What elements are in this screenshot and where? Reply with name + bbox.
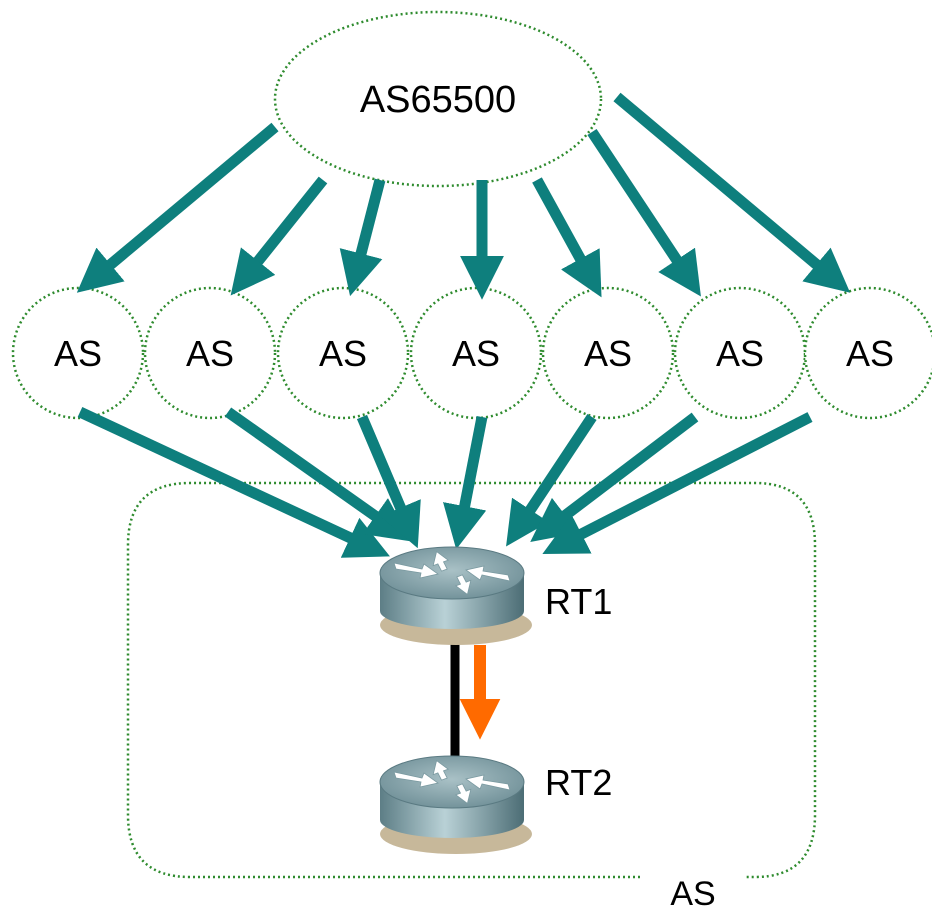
peer-as-label-3: AS <box>319 333 367 374</box>
local-as-label: AS <box>670 875 715 911</box>
arrow-peer-4-to-rt1 <box>443 415 488 550</box>
peer-as-label-4: AS <box>452 333 500 374</box>
arrow-source-to-peer-3 <box>339 178 386 297</box>
arrow-peer-5-to-rt1 <box>506 413 597 547</box>
peer-as-group: AS AS AS AS AS AS AS <box>11 286 932 420</box>
peer-to-rt1-arrows <box>77 407 813 558</box>
peer-as-label-6: AS <box>716 333 764 374</box>
source-to-peer-arrows <box>76 92 851 300</box>
arrow-source-to-peer-7 <box>613 92 851 293</box>
local-as-boundary <box>126 481 817 879</box>
arrow-source-to-peer-5 <box>532 177 602 298</box>
router-rt2-label: RT2 <box>545 762 612 803</box>
peer-as-label-7: AS <box>846 333 894 374</box>
arrow-peer-2-to-rt1 <box>224 407 412 542</box>
router-rt1-icon <box>379 546 532 645</box>
peer-as-node-5 <box>541 286 675 420</box>
source-as-label: AS65500 <box>360 79 516 121</box>
router-rt2-icon <box>379 755 532 854</box>
arrow-source-to-peer-2 <box>230 176 328 296</box>
arrow-source-to-peer-6 <box>587 128 701 297</box>
peer-as-label-5: AS <box>584 333 632 374</box>
router-rt1-label: RT1 <box>545 581 612 622</box>
arrow-peer-1-to-rt1 <box>77 407 390 558</box>
peer-as-label-1: AS <box>54 333 102 374</box>
arrow-source-to-peer-1 <box>76 122 279 293</box>
peer-as-node-2 <box>143 286 277 420</box>
source-as-node <box>273 10 603 188</box>
peer-as-label-2: AS <box>186 333 234 374</box>
arrow-peer-6-to-rt1 <box>530 412 699 542</box>
arrow-peer-3-to-rt1 <box>356 414 421 549</box>
arrow-peer-7-to-rt1 <box>542 412 813 555</box>
peer-as-node-7 <box>803 286 932 420</box>
